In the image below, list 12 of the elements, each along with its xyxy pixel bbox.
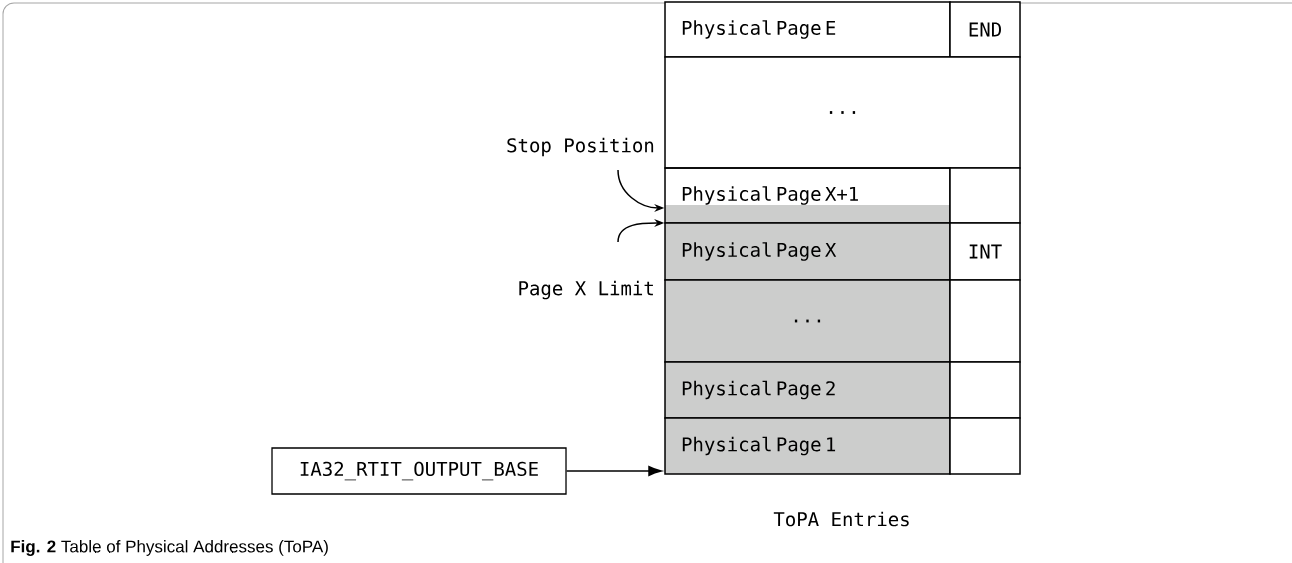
arrow	[565, 466, 662, 476]
table-cell: Physical Page 1	[664, 417, 951, 475]
caption: Fig. 2 Table of Physical Addresses (ToPA)	[11, 540, 328, 556]
table-cell: INT	[949, 222, 1021, 281]
annotation-text: Page X Limit	[519, 280, 653, 300]
table-cell: Physical Page 2	[664, 361, 951, 419]
register-box: IA32_RTIT_OUTPUT_BASE	[271, 447, 567, 495]
table-cell: ...	[664, 279, 951, 363]
empty-cell	[949, 167, 1021, 224]
annotation-text: Stop Position	[507, 137, 654, 157]
table-title: ToPA Entries	[773, 511, 909, 527]
table-cell: END	[949, 1, 1021, 58]
